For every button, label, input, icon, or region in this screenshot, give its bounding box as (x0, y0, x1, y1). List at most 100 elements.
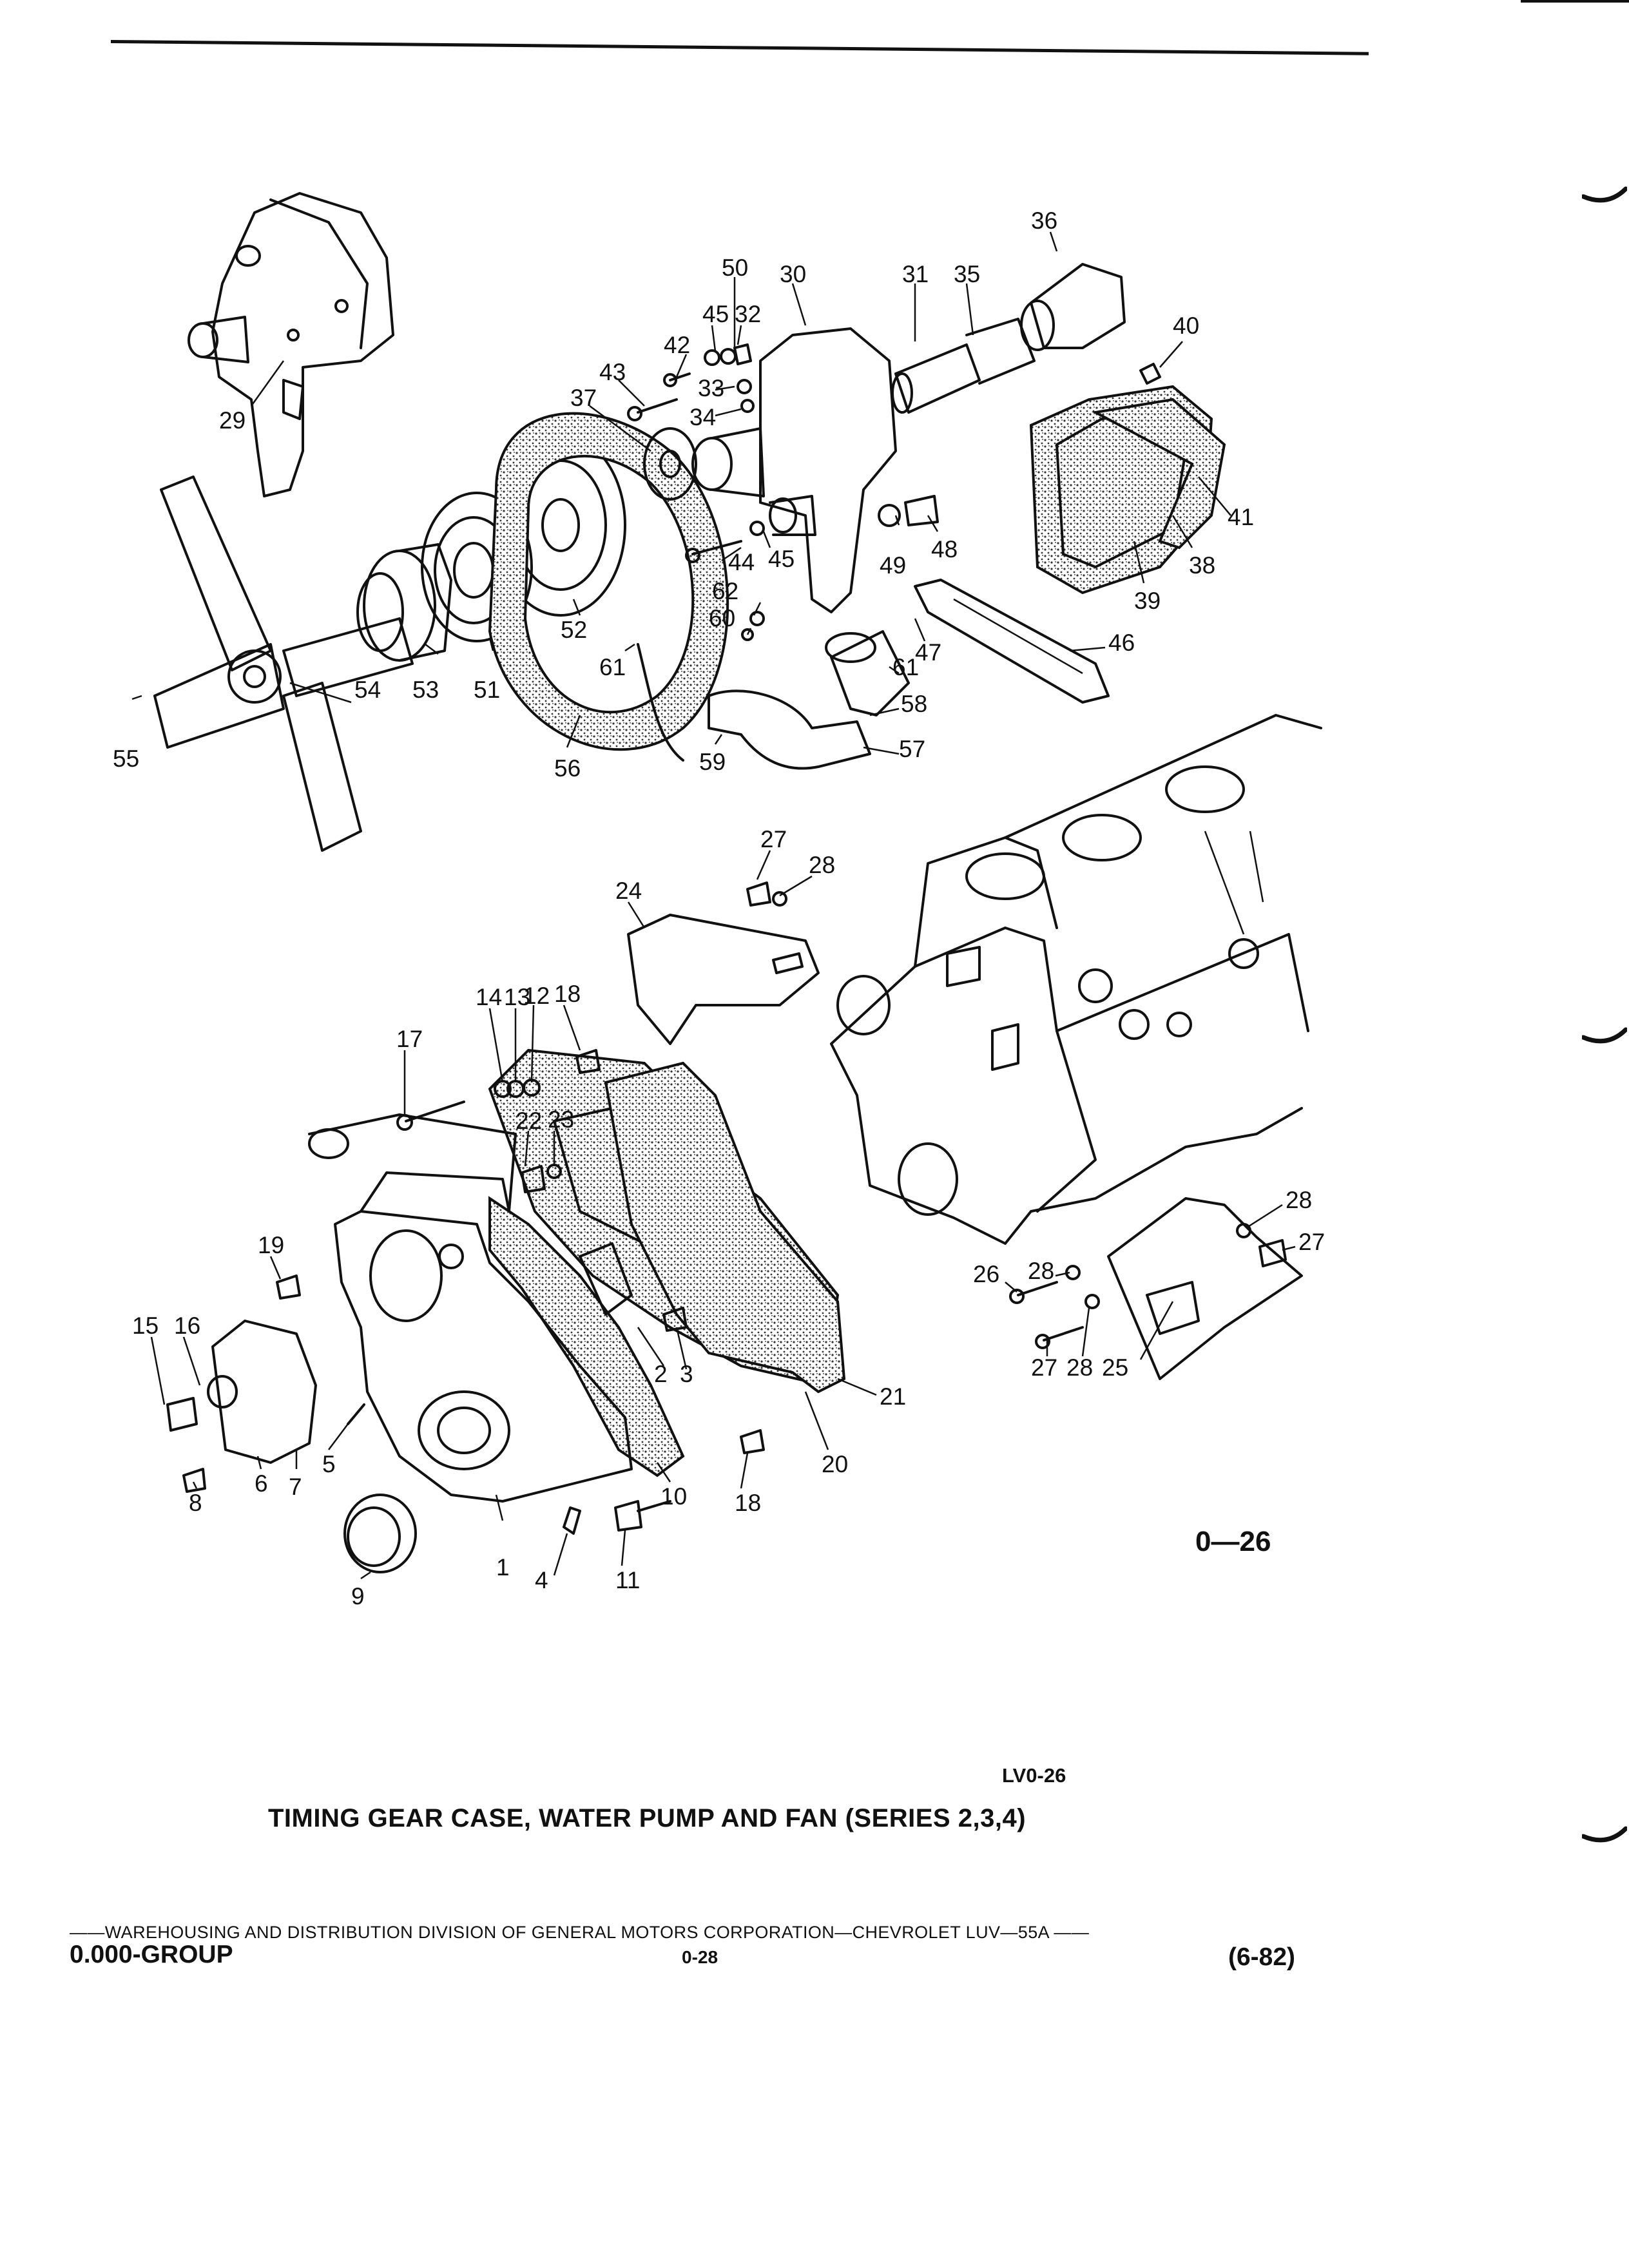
footer-publisher-line: ——WAREHOUSING AND DISTRIBUTION DIVISION … (70, 1923, 1090, 1942)
callout-18: 18 (554, 981, 581, 1007)
callout-62: 62 (712, 578, 738, 604)
callout-45: 45 (768, 546, 795, 572)
callout-61: 61 (599, 654, 626, 680)
engine-block (830, 714, 1322, 1245)
callout-37: 37 (570, 385, 597, 411)
engine-mount-bracket-left (627, 914, 820, 1045)
callout-35: 35 (954, 261, 980, 287)
callout-39: 39 (1134, 588, 1161, 614)
callout-20: 20 (822, 1451, 848, 1477)
callout-33: 33 (698, 375, 724, 401)
callout-28: 28 (1066, 1354, 1093, 1381)
callout-6: 6 (255, 1470, 268, 1497)
callout-10: 10 (660, 1483, 687, 1510)
callout-58: 58 (901, 691, 927, 717)
callout-57: 57 (899, 736, 925, 762)
corner-rule (1521, 0, 1629, 3)
fan-spacer (643, 427, 697, 501)
callout-45: 45 (702, 301, 729, 327)
callout-2: 2 (654, 1361, 668, 1387)
callout-1: 1 (496, 1554, 510, 1581)
timing-gear-case-gasket (488, 1196, 685, 1477)
callout-52: 52 (561, 617, 587, 643)
figure-number: 0—26 (1195, 1526, 1271, 1557)
case-hardware (166, 881, 1287, 1535)
callout-22: 22 (516, 1108, 542, 1134)
callout-16: 16 (174, 1312, 200, 1339)
water-hose (637, 643, 684, 762)
water-outlet-pipe (708, 689, 871, 770)
callout-numbers: 36 50 30 31 35 45 32 42 40 43 33 37 34 2… (113, 207, 1325, 1610)
callout-14: 14 (476, 984, 502, 1010)
callout-59: 59 (699, 749, 726, 775)
figure-code: LV0-26 (1002, 1764, 1066, 1787)
callout-5: 5 (322, 1451, 336, 1477)
callout-34: 34 (689, 404, 716, 430)
callout-36: 36 (1031, 207, 1057, 234)
fan-pulley (421, 492, 533, 642)
fan-clutch (356, 543, 452, 662)
callout-28: 28 (1286, 1187, 1312, 1213)
callout-53: 53 (412, 677, 439, 703)
timing-gear-case (308, 1113, 633, 1503)
callout-17: 17 (396, 1026, 423, 1052)
water-pump-body (691, 327, 897, 613)
callout-44: 44 (728, 549, 755, 575)
callout-3: 3 (680, 1361, 693, 1387)
callout-8: 8 (189, 1490, 202, 1516)
front-oil-seal (343, 1494, 417, 1573)
callout-12: 12 (523, 983, 550, 1009)
pump-gasket-and-plate (1029, 385, 1226, 595)
callout-40: 40 (1173, 312, 1199, 339)
callout-9: 9 (351, 1583, 365, 1610)
callout-32: 32 (735, 301, 761, 327)
water-pump-assembly (188, 192, 394, 497)
callout-11: 11 (615, 1567, 640, 1593)
callout-56: 56 (554, 755, 581, 782)
engine-mount-bracket-right (1107, 1197, 1303, 1380)
fan-blade (153, 476, 414, 852)
callout-31: 31 (902, 261, 929, 287)
binder-mark-middle (1582, 1027, 1627, 1044)
callout-51: 51 (474, 677, 500, 703)
callout-15: 15 (132, 1312, 159, 1339)
callout-41: 41 (1228, 504, 1254, 530)
exploded-view-diagram: 36 50 30 31 35 45 32 42 40 43 33 37 34 2… (113, 192, 1325, 1610)
callout-60: 60 (709, 605, 735, 631)
callout-55: 55 (113, 745, 139, 772)
callout-61: 61 (892, 654, 919, 680)
callout-29: 29 (219, 407, 246, 434)
pump-hardware (627, 343, 1161, 641)
binder-mark-bottom (1582, 1826, 1627, 1843)
footer-page-number: 0-28 (682, 1947, 718, 1967)
callout-28: 28 (1028, 1258, 1054, 1284)
callout-25: 25 (1102, 1354, 1128, 1381)
callout-13: 13 (504, 984, 530, 1010)
callout-24: 24 (615, 878, 642, 904)
callout-46: 46 (1108, 629, 1135, 656)
thermostat-housing (825, 630, 910, 716)
pump-shaft-and-impeller (891, 263, 1126, 414)
callout-30: 30 (780, 261, 806, 287)
callout-43: 43 (599, 359, 626, 385)
binder-mark-top (1582, 186, 1627, 203)
callout-49: 49 (880, 552, 906, 579)
footer-date-code: (6-82) (1228, 1943, 1296, 1971)
callout-18: 18 (735, 1490, 761, 1516)
callout-26: 26 (973, 1261, 999, 1287)
callout-38: 38 (1189, 552, 1215, 579)
timing-cover (207, 1320, 317, 1464)
callout-19: 19 (258, 1232, 284, 1258)
callout-42: 42 (664, 332, 690, 358)
callout-4: 4 (535, 1567, 548, 1593)
callout-47: 47 (915, 639, 941, 666)
fan-belt (488, 412, 729, 751)
callout-21: 21 (880, 1383, 906, 1410)
front-plate (604, 1061, 846, 1394)
footer-group-label: 0.000-GROUP (70, 1941, 233, 1968)
figure-caption: TIMING GEAR CASE, WATER PUMP AND FAN (SE… (268, 1804, 1027, 1832)
callout-50: 50 (722, 255, 748, 281)
callout-23: 23 (548, 1106, 574, 1133)
callout-54: 54 (354, 677, 381, 703)
callout-48: 48 (931, 536, 958, 562)
